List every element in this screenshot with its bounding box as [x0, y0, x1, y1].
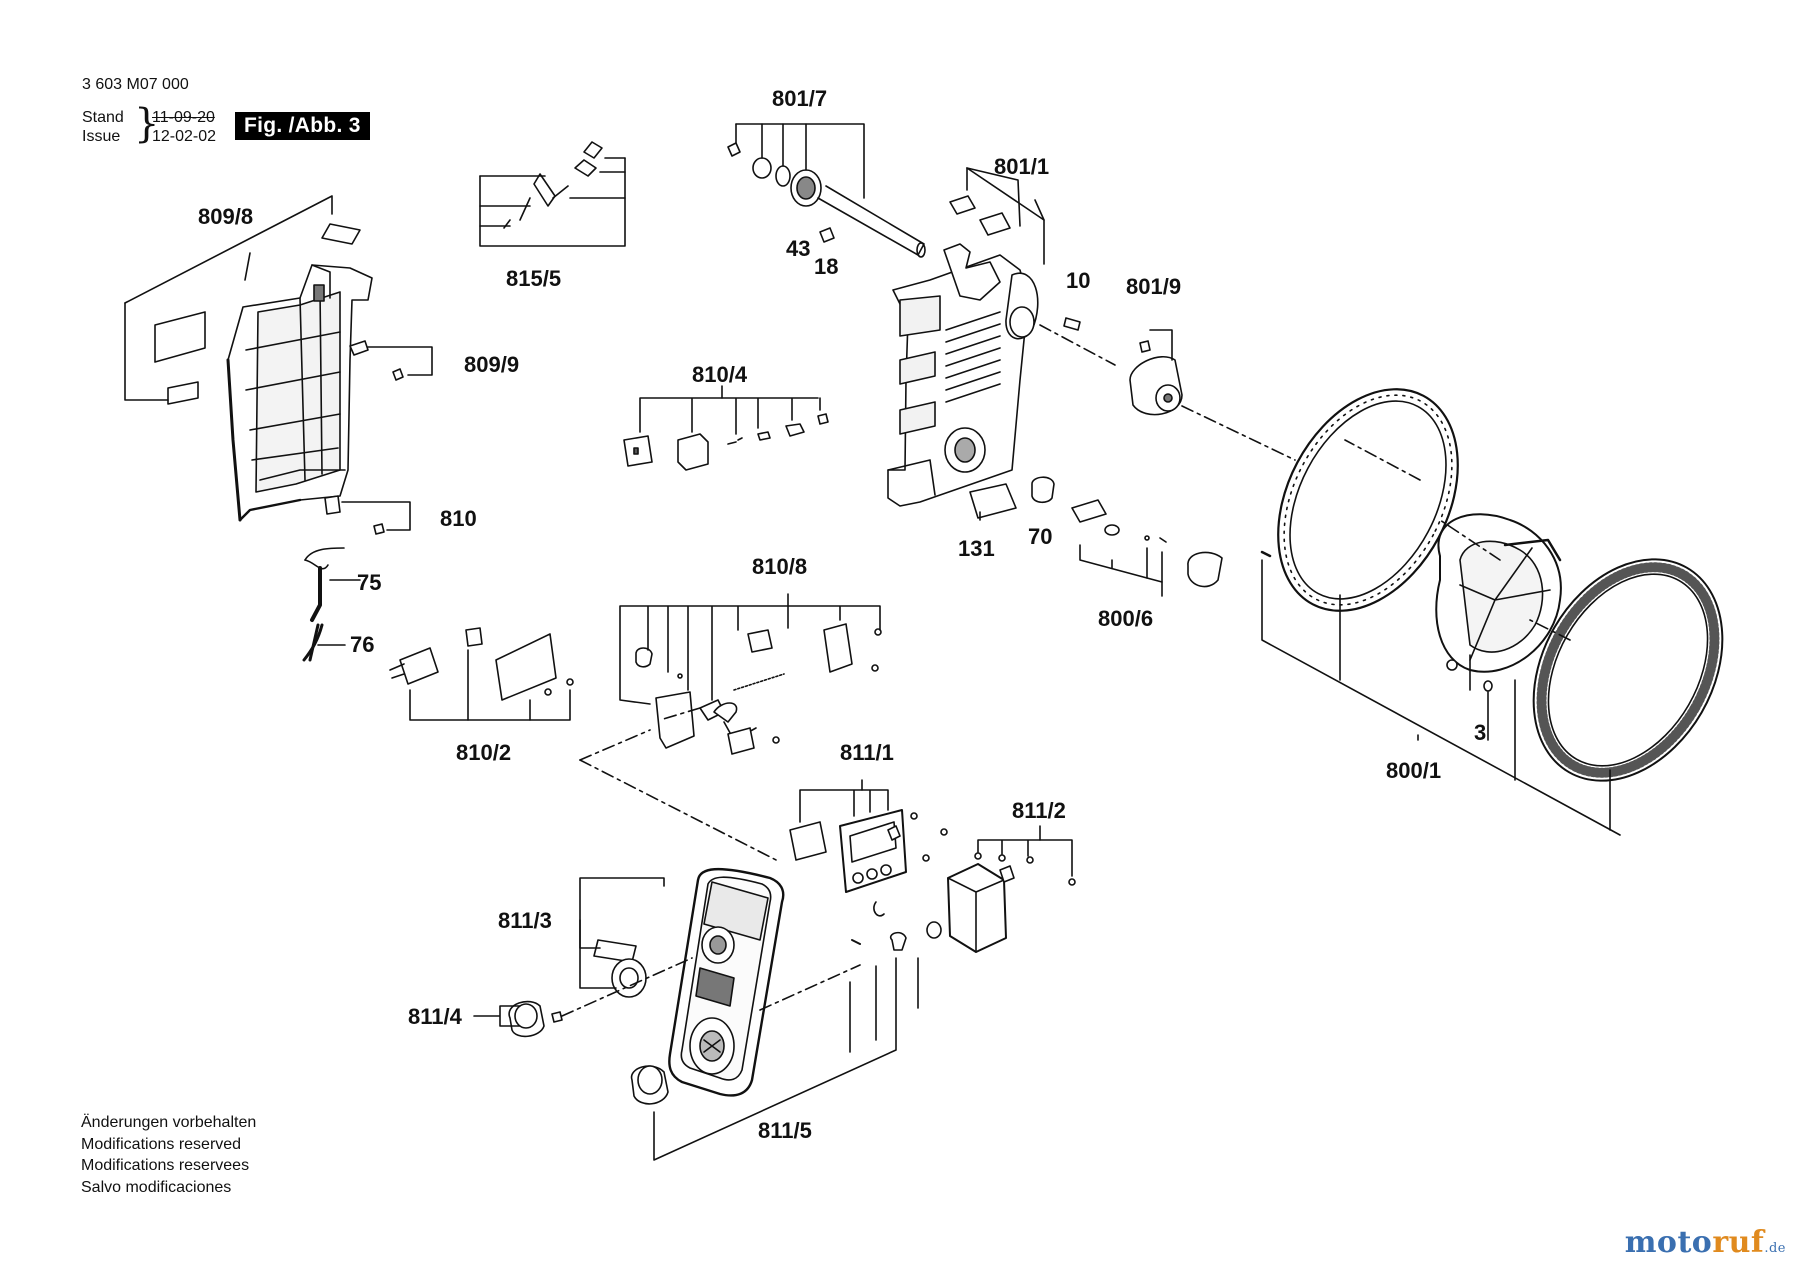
date-old: 11-09-20	[152, 109, 215, 126]
label-811-3: 811/3	[498, 908, 552, 933]
label-131: 131	[958, 536, 995, 561]
label-815-5: 815/5	[506, 266, 561, 291]
parts-810-8	[619, 593, 882, 755]
nozzle-parts-800-6	[1031, 476, 1223, 597]
label-76: 76	[350, 632, 374, 657]
document-number: 3 603 M07 000	[82, 76, 189, 93]
label-75: 75	[357, 570, 381, 595]
modification-notice: Änderungen vorbehalten Modifications res…	[81, 1112, 256, 1198]
label-43: 43	[786, 236, 810, 261]
housing-half-left	[124, 195, 373, 522]
revision-dates: 11-09-20 12-02-02	[152, 108, 216, 146]
shaft-assembly-801-7	[727, 123, 926, 258]
watermark-logo[interactable]: motoruf.de	[1625, 1225, 1786, 1260]
brace-symbol: }	[134, 101, 160, 147]
stand-label: Stand	[82, 109, 124, 126]
label-811-1: 811/1	[840, 740, 894, 765]
figure-badge: Fig. /Abb. 3	[235, 112, 370, 140]
watermark-part1: moto	[1624, 1225, 1713, 1260]
notice-en: Modifications reserved	[81, 1135, 242, 1153]
label-809-8: 809/8	[198, 204, 253, 229]
watermark-part2: ruf	[1712, 1225, 1765, 1260]
center-housing-801-1	[887, 167, 1116, 521]
notice-de: Änderungen vorbehalten	[81, 1114, 257, 1131]
parts-815-5	[479, 141, 626, 247]
label-800-1: 800/1	[1386, 758, 1441, 783]
display-module-811-1	[789, 779, 948, 917]
label-3: 3	[1474, 720, 1486, 745]
parts-810-4	[623, 385, 829, 471]
issue-label: Issue	[82, 128, 121, 145]
clip-810	[324, 495, 411, 535]
label-801-7: 801/7	[772, 86, 827, 111]
label-810-8: 810/8	[752, 554, 807, 579]
screws-809-9	[349, 340, 433, 381]
parts-810-2	[389, 627, 574, 721]
revision-block: Stand Issue } 11-09-20 12-02-02	[82, 104, 216, 146]
label-18: 18	[814, 254, 838, 279]
label-70: 70	[1028, 524, 1052, 549]
label-811-5: 811/5	[758, 1118, 812, 1143]
label-810: 810	[440, 506, 477, 531]
front-panel-811	[473, 729, 919, 1161]
label-811-4: 811/4	[408, 1004, 463, 1029]
label-810-2: 810/2	[456, 740, 511, 765]
label-800-6: 800/6	[1098, 606, 1153, 631]
label-811-2: 811/2	[1012, 798, 1066, 823]
label-801-1: 801/1	[994, 154, 1049, 179]
ring-assembly-800-1	[1260, 388, 1724, 836]
label-809-9: 809/9	[464, 352, 519, 377]
label-810-4: 810/4	[692, 362, 748, 387]
notice-es: Salvo modificaciones	[81, 1178, 232, 1196]
pcb-811-2	[889, 825, 1076, 953]
watermark-tld: .de	[1764, 1241, 1786, 1256]
label-10: 10	[1066, 268, 1090, 293]
part-labels: 801/7 801/1 809/8 815/5 43 18 10 801/9 8…	[198, 86, 1486, 1143]
date-new: 12-02-02	[152, 128, 217, 145]
label-801-9: 801/9	[1126, 274, 1181, 299]
hose-75-76	[302, 547, 361, 662]
notice-fr: Modifications reservees	[81, 1157, 250, 1174]
cap-801-9	[1129, 329, 1296, 461]
